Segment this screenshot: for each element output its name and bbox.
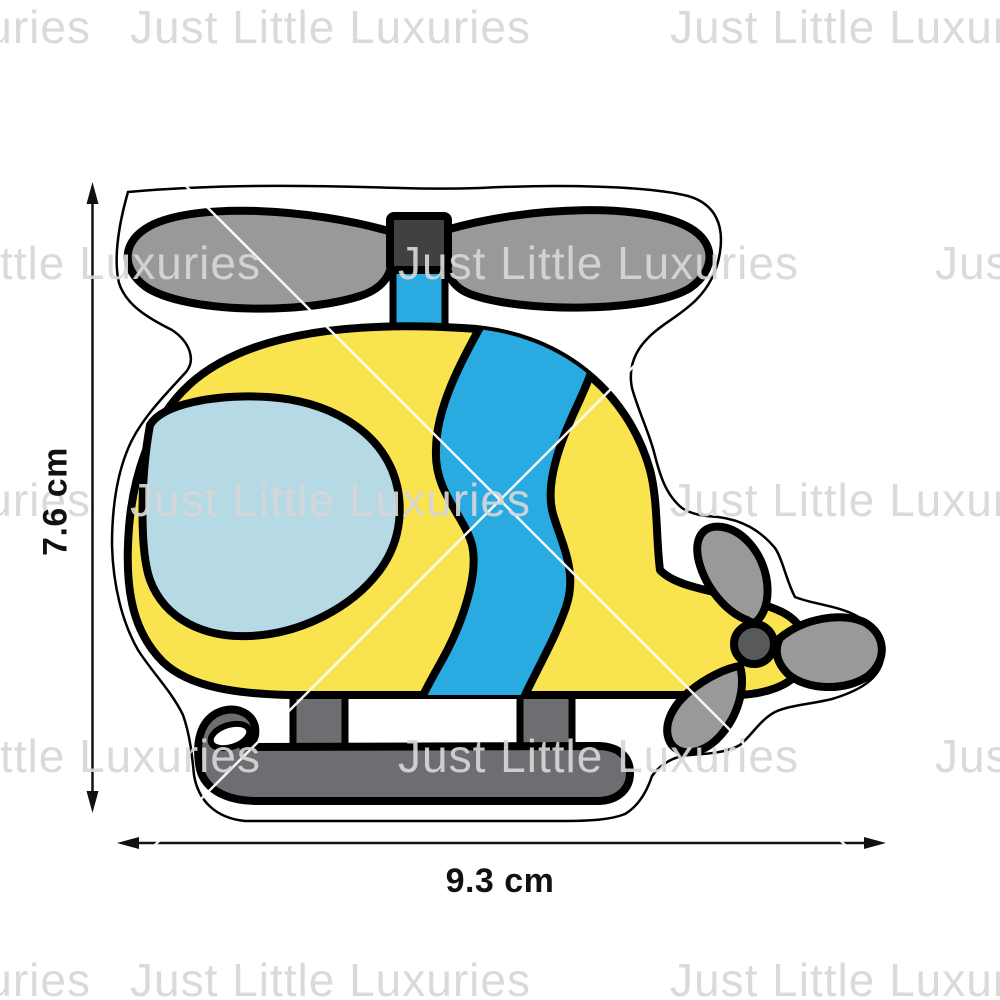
height-dimension-label: 7.6 cm <box>36 447 75 556</box>
main-rotor-blade-right <box>442 206 714 312</box>
main-rotor-hub <box>386 212 452 274</box>
tail-rotor-blade-right <box>772 613 886 691</box>
width-dimension-arrow <box>117 837 886 849</box>
tail-rotor-hub <box>730 620 778 668</box>
width-dimension-label: 9.3 cm <box>445 862 555 900</box>
height-dimension-arrow <box>86 182 99 813</box>
main-rotor-blade-left <box>123 206 396 313</box>
